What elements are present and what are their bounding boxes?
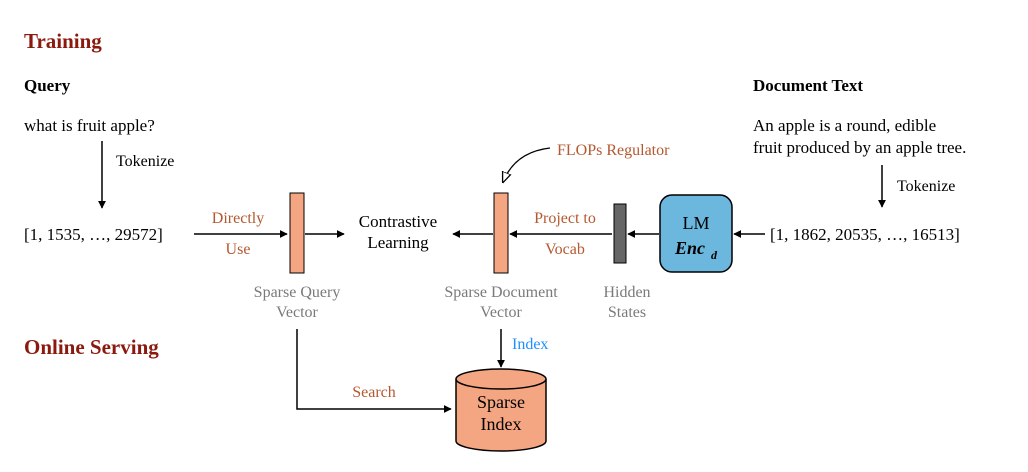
flops-regulator-label: FLOPs Regulator [557,142,670,159]
query-tokens: [1, 1535, …, 29572] [24,225,163,244]
lm-encoder-box [659,194,733,273]
search-arrow [296,329,452,413]
sparse-index-label-line2: Index [481,414,522,434]
sparse-index-cylinder [455,368,547,452]
sparse-query-vector-label-line2: Vector [276,304,318,321]
contrastive-label-line2: Learning [367,233,429,252]
online-serving-heading: Online Serving [24,335,159,359]
document-text-line2: fruit produced by an apple tree. [753,138,966,157]
directly-label: Directly [212,210,264,227]
sparse-document-vector-label-line1: Sparse Document [444,284,558,301]
hidden-states-label-line2: States [608,304,646,321]
hidden-states-label-line1: Hidden [603,284,650,301]
sparse-document-vector-bar [493,192,509,274]
search-label: Search [352,384,396,401]
lm-encoder-label: LM [683,213,710,233]
index-label: Index [512,336,548,353]
project-to-label: Project to [534,210,596,227]
use-label: Use [226,241,251,258]
document-text-line1: An apple is a round, edible [753,116,936,135]
query-title: Query [24,76,71,95]
lm-encoder-subscript: d [711,248,718,262]
contrastive-label-line1: Contrastive [359,212,437,231]
sparse-query-vector-label-line1: Sparse Query [254,284,341,301]
training-heading: Training [24,29,102,53]
vocab-label: Vocab [545,241,585,258]
flops-regulator-arrow [503,147,551,182]
hidden-states-bar [613,203,627,264]
lm-encoder-symbol: Enc [674,238,705,258]
document-text-title: Document Text [753,76,863,95]
query-tokenize-label: Tokenize [116,153,174,170]
document-tokenize-label: Tokenize [897,178,955,195]
query-text: what is fruit apple? [24,116,155,135]
sparse-query-vector-bar [289,192,305,274]
sparse-index-label-line1: Sparse [477,392,525,412]
document-tokens: [1, 1862, 20535, …, 16513] [770,225,960,244]
sparse-document-vector-label-line2: Vector [480,304,522,321]
